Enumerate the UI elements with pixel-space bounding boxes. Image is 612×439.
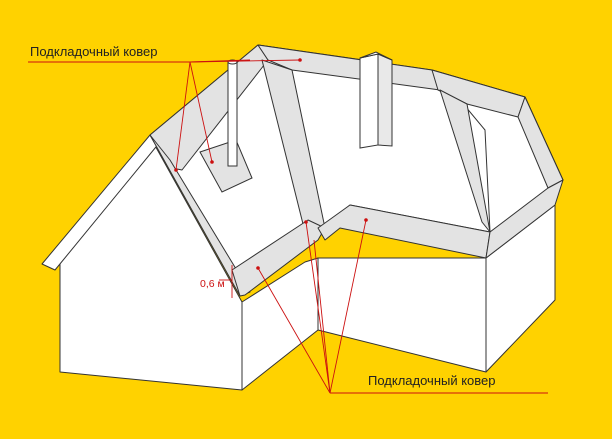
leader-dots — [174, 58, 368, 270]
flue-underlay-patch — [199, 139, 253, 193]
underlay-left-gable-edge — [149, 134, 251, 297]
underlay-strips — [149, 44, 564, 297]
label-underlay-bottom: Подкладочный ковер — [368, 373, 496, 388]
flue-pipe — [227, 59, 238, 167]
label-dimension: 0,6 м — [200, 278, 225, 290]
underlay-right-eave — [485, 179, 564, 259]
leader-lines — [28, 59, 548, 394]
underlay-lower-eave — [231, 219, 326, 297]
chimney — [359, 51, 393, 149]
label-underlay-top: Подкладочный ковер — [30, 44, 158, 59]
wing-front-wall — [317, 257, 487, 373]
underlay-right-hip-upper — [431, 69, 526, 118]
